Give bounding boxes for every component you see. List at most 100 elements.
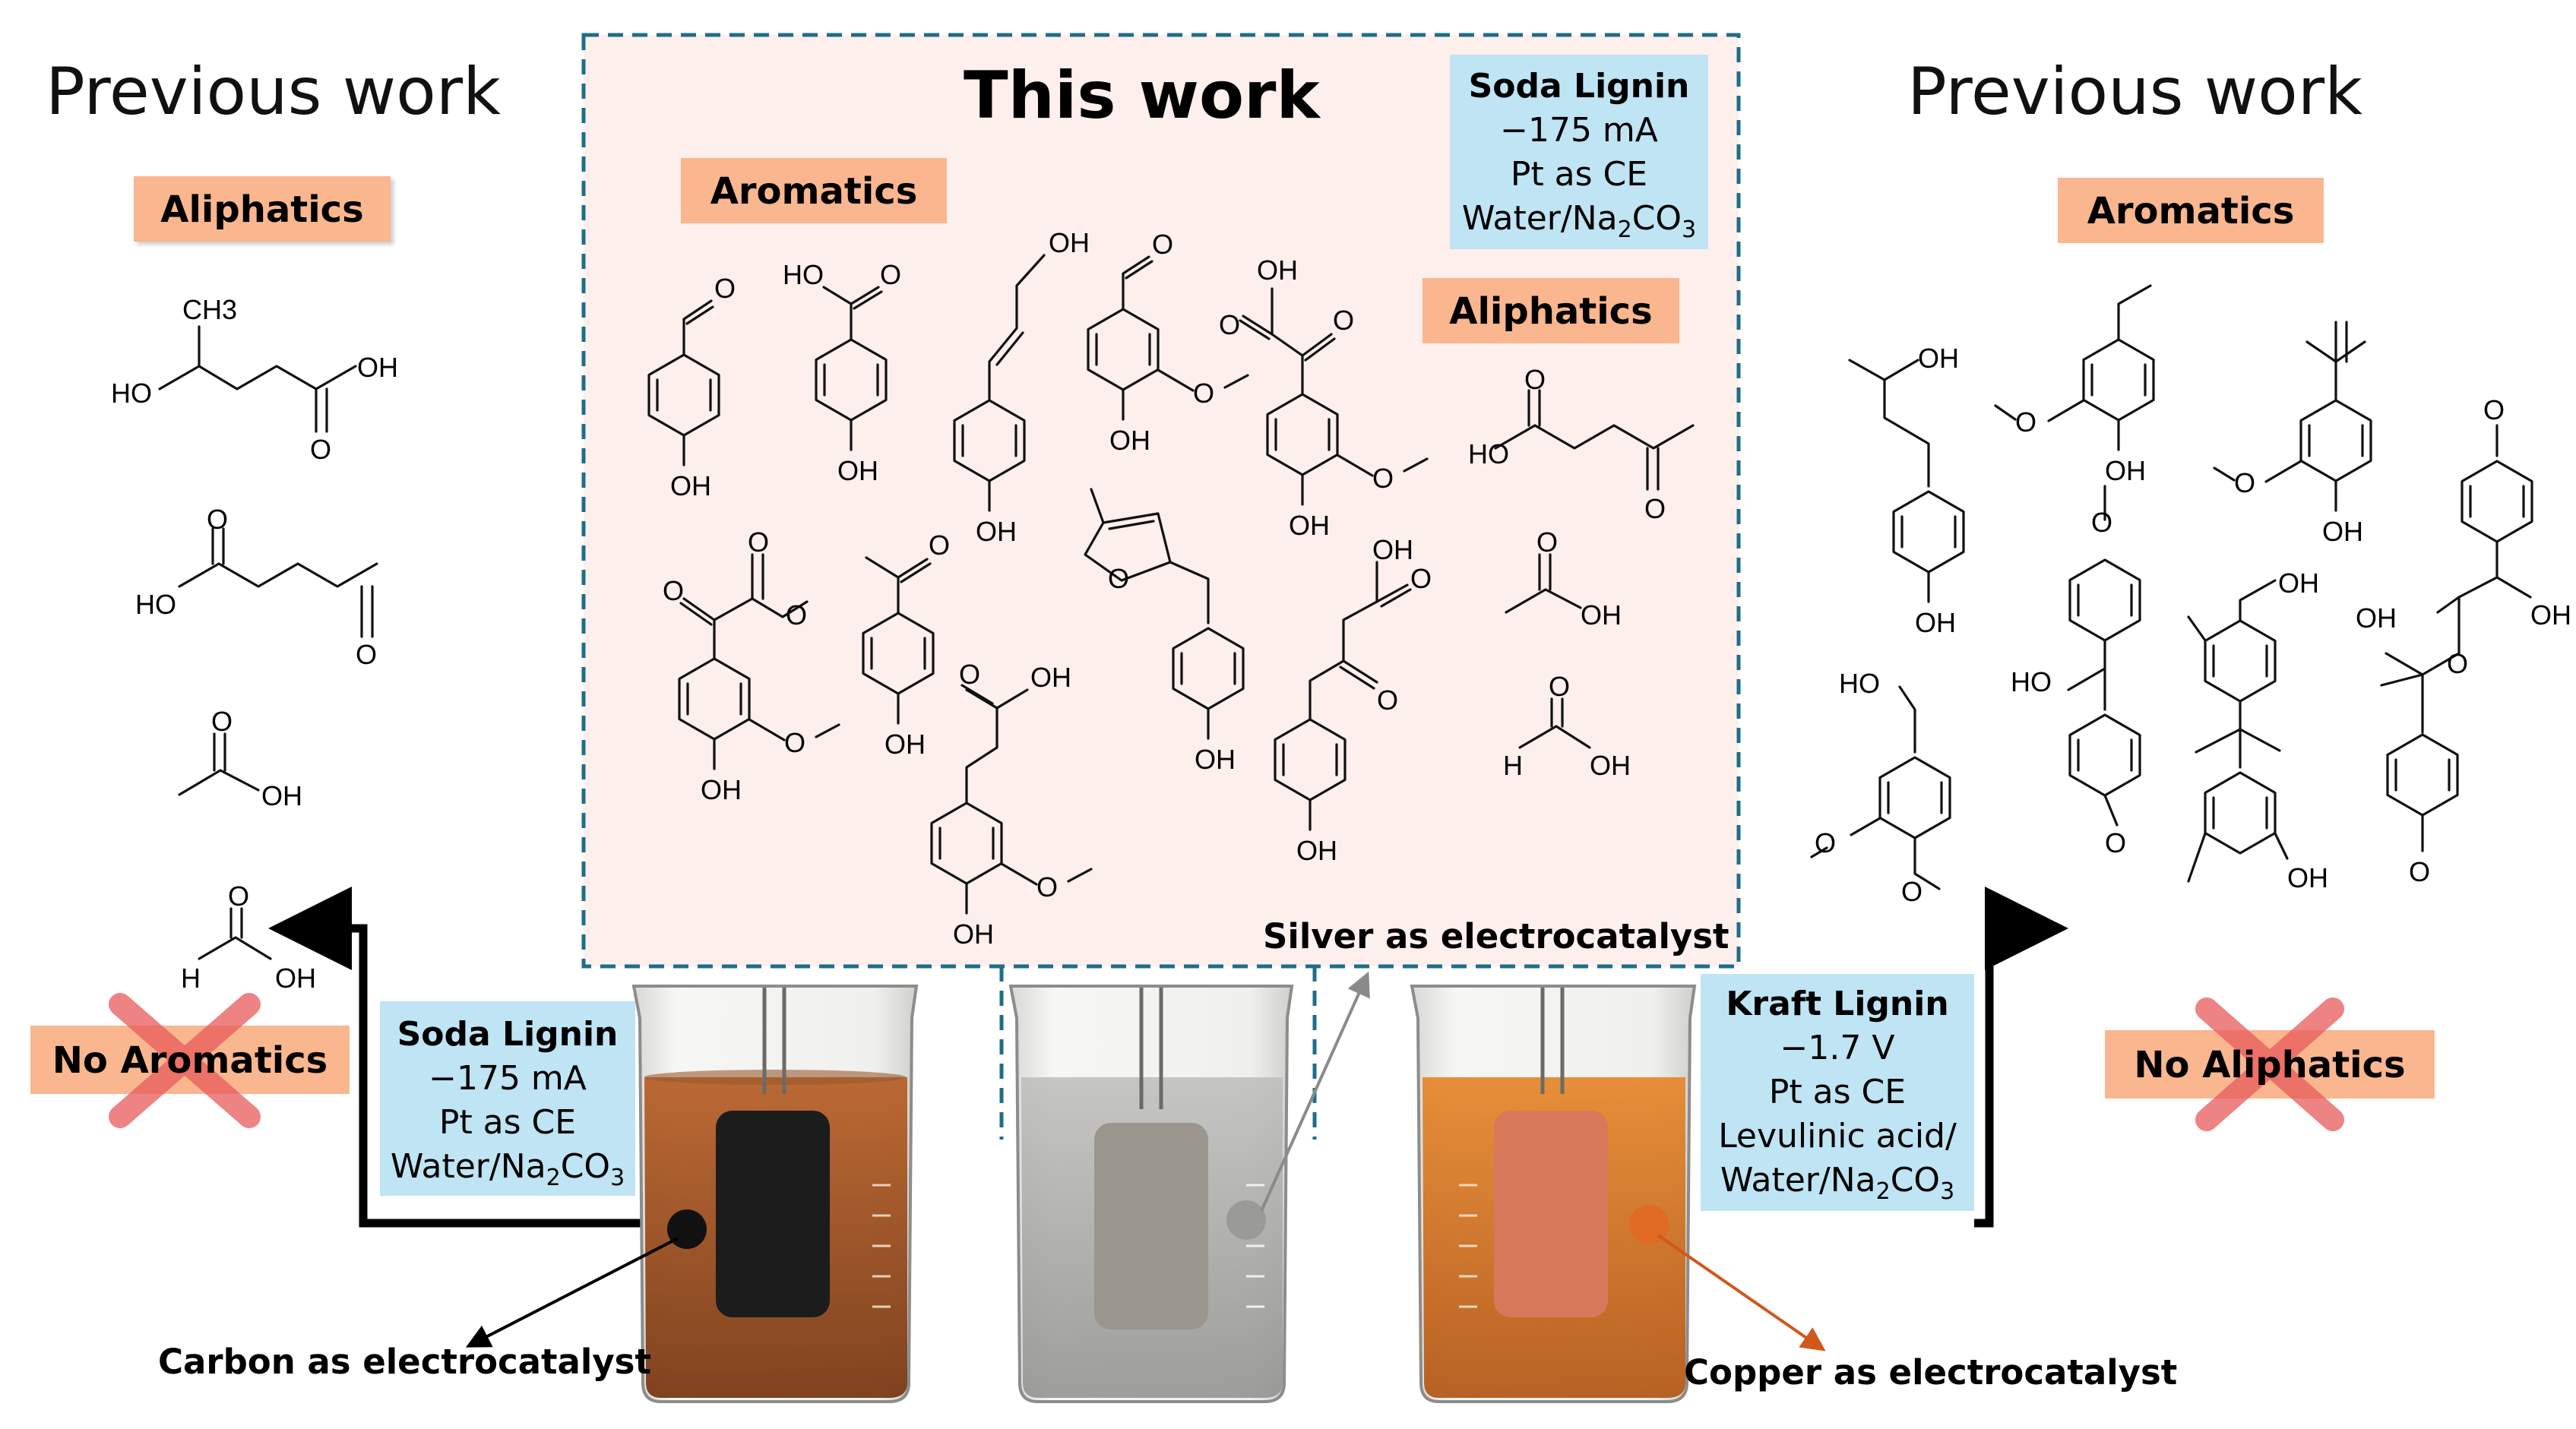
svg-text:OH: OH	[701, 774, 742, 805]
svg-text:O: O	[228, 880, 249, 912]
cross-icon	[2195, 997, 2344, 1131]
svg-text:OH: OH	[1590, 750, 1631, 781]
carbon-electrode	[716, 1111, 830, 1317]
svg-text:H: H	[181, 963, 201, 994]
tag-left-aliphatics: Aliphatics	[160, 188, 363, 231]
svg-text:O: O	[663, 575, 684, 606]
tag-no-aliphatics: No Aliphatics	[2134, 1044, 2405, 1086]
svg-text:Water/Na2CO3: Water/Na2CO3	[391, 1147, 625, 1191]
svg-text:OH: OH	[2530, 599, 2571, 631]
arrow-icon	[1657, 1234, 1826, 1352]
svg-text:Pt as CE: Pt as CE	[439, 1103, 576, 1142]
svg-text:Soda Lignin: Soda Lignin	[1469, 67, 1690, 106]
arrow-icon	[1974, 887, 2068, 1228]
svg-text:O: O	[1524, 364, 1546, 395]
svg-text:HO: HO	[135, 589, 176, 620]
structure-bisphenol: OH OH	[2187, 567, 2328, 893]
svg-text:O: O	[1549, 671, 1570, 702]
svg-text:OH: OH	[1915, 607, 1956, 638]
structure-vanillin: O OH O	[1087, 229, 1249, 456]
tag-center-aliphatics: Aliphatics	[1449, 290, 1652, 333]
svg-text:−175 mA: −175 mA	[1500, 111, 1658, 150]
conditions-left: Soda Lignin −175 mA Pt as CE Water/Na2CO…	[380, 1001, 635, 1196]
structure-isopropenylguaiacol: O OH	[2213, 321, 2372, 547]
structure-acetic-acid-center: O OH	[1505, 526, 1622, 631]
catalyst-copper-label: Copper as electrocatalyst	[1684, 1352, 2177, 1393]
svg-text:HO: HO	[783, 259, 824, 290]
svg-text:HO: HO	[1839, 668, 1880, 699]
svg-text:O: O	[1036, 871, 1058, 903]
structure-levulinic-acid-center: O HO O	[1468, 364, 1695, 524]
structure-diaryl-ether-diol: O OH OH O O	[2356, 394, 2571, 887]
beaker-icon	[1008, 985, 1294, 1403]
svg-text:OH: OH	[2322, 516, 2363, 547]
svg-text:−1.7 V: −1.7 V	[1780, 1029, 1895, 1067]
tag-left-aliphatics-bg	[134, 176, 391, 242]
svg-text:OH: OH	[275, 963, 316, 994]
silver-electrode	[1094, 1123, 1208, 1329]
cross-icon	[109, 993, 261, 1128]
heading-right: Previous work	[1907, 54, 2362, 130]
svg-text:OH: OH	[2105, 455, 2146, 486]
svg-text:O: O	[310, 434, 331, 465]
svg-text:O: O	[1333, 305, 1354, 336]
svg-text:Levulinic acid/: Levulinic acid/	[1718, 1117, 1957, 1156]
svg-text:OH: OH	[2356, 602, 2397, 634]
structure-formic-acid-center: O H OH	[1503, 671, 1631, 781]
svg-text:O: O	[2091, 507, 2112, 538]
tag-right-aromatics: Aromatics	[2087, 190, 2295, 232]
structure-hydroxybenzaldehyde: O OH	[647, 273, 736, 501]
svg-text:Soda Lignin: Soda Lignin	[397, 1015, 619, 1054]
structure-hydroxypentanoic-acid: CH3 HO OH O	[111, 294, 398, 465]
arrow-icon	[465, 1237, 679, 1348]
svg-text:OH: OH	[261, 780, 302, 811]
svg-text:O: O	[2015, 406, 2036, 438]
structure-ethylguaiacol: O OH	[1994, 284, 2155, 486]
svg-text:O: O	[1410, 563, 1432, 594]
structure-levulinic-acid-left: O HO O	[135, 504, 378, 670]
svg-text:O: O	[1377, 684, 1398, 716]
copper-electrode	[1494, 1111, 1608, 1317]
svg-text:OH: OH	[837, 455, 878, 486]
svg-text:Pt as CE: Pt as CE	[1769, 1073, 1906, 1111]
svg-text:O: O	[1108, 563, 1129, 594]
beaker-icon	[1410, 985, 1697, 1403]
structure-dihydroferulic-acid: O OH OH O	[930, 659, 1093, 950]
svg-text:OH: OH	[953, 918, 994, 950]
svg-text:OH: OH	[976, 516, 1017, 547]
svg-text:OH: OH	[1195, 744, 1236, 775]
svg-text:O: O	[356, 639, 377, 670]
svg-text:OH: OH	[1109, 425, 1150, 456]
beaker-icon	[631, 985, 919, 1403]
structure-phenylacetoacetic-acid: OH O O OH	[1274, 534, 1432, 866]
svg-text:O: O	[1815, 827, 1836, 858]
svg-text:OH: OH	[1918, 343, 1959, 374]
svg-text:O: O	[880, 259, 901, 290]
svg-text:OH: OH	[1030, 662, 1071, 693]
svg-text:O: O	[1372, 463, 1394, 494]
svg-text:−175 mA: −175 mA	[429, 1059, 587, 1098]
catalyst-carbon-label: Carbon as electrocatalyst	[158, 1342, 651, 1382]
svg-text:Pt as CE: Pt as CE	[1511, 155, 1647, 194]
structure-vanillylglyoxylic-acid: OH O O OH O	[1219, 255, 1429, 541]
svg-text:OH: OH	[1049, 227, 1090, 258]
svg-text:O: O	[786, 599, 807, 631]
svg-text:O: O	[211, 706, 233, 737]
svg-text:Kraft Lignin: Kraft Lignin	[1726, 985, 1948, 1023]
tag-center-aliphatics-bg	[1422, 278, 1679, 343]
svg-text:OH: OH	[357, 352, 398, 383]
svg-text:HO: HO	[111, 378, 152, 409]
svg-text:OH: OH	[1257, 255, 1298, 286]
structure-anisyl-methanol: O HO O	[2011, 485, 2141, 858]
svg-text:O: O	[2105, 827, 2126, 858]
svg-text:O: O	[929, 530, 950, 561]
svg-text:O: O	[748, 526, 769, 558]
tag-right-aromatics-bg	[2058, 178, 2324, 243]
svg-text:O: O	[207, 504, 228, 535]
tag-center-aromatics-bg	[681, 158, 947, 223]
svg-text:O: O	[2447, 648, 2468, 679]
structure-coumaryl-alcohol: OH OH	[953, 227, 1090, 547]
structure-methyl-glyoxylate: O O O OH O	[663, 526, 840, 805]
svg-text:O: O	[1644, 493, 1666, 524]
